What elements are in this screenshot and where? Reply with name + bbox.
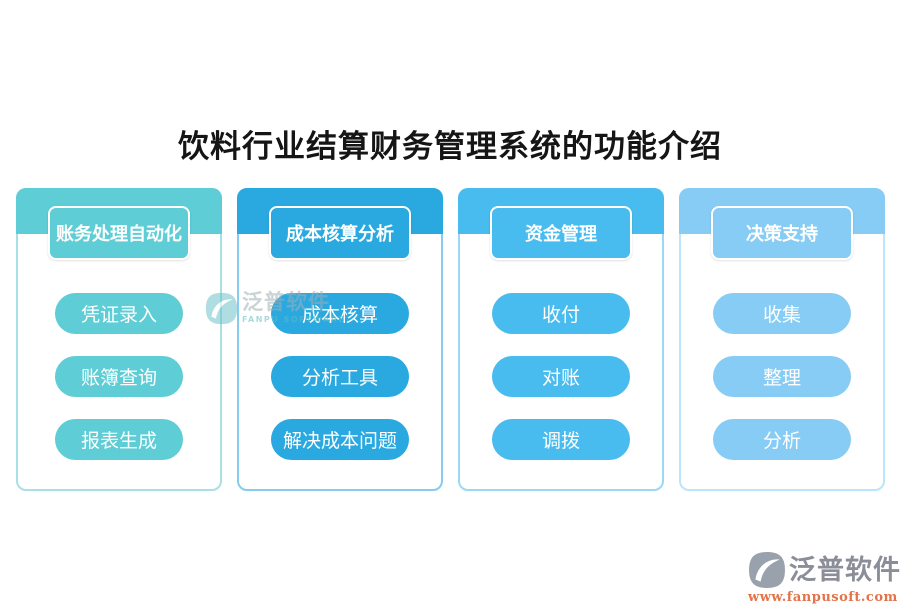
card-cost-analysis: 成本核算分析 成本核算 分析工具 解决成本问题 [237,188,443,491]
feature-pill-label: 成本核算 [301,304,378,326]
card-items: 凭证录入 账簿查询 报表生成 [18,293,220,460]
feature-pill-label: 调拨 [541,430,580,452]
feature-pill: 凭证录入 [55,293,183,334]
card-header-label: 决策支持 [746,224,818,245]
feature-pill-label: 凭证录入 [80,304,157,326]
page-title: 饮料行业结算财务管理系统的功能介绍 [178,128,722,165]
feature-pill: 收付 [492,293,630,334]
fanpu-logo-brand: 泛普软件 [789,554,900,586]
card-header: 账务处理自动化 [48,206,190,260]
feature-pill: 成本核算 [271,293,409,334]
feature-pill-label: 报表生成 [80,430,157,452]
card-header-label: 账务处理自动化 [56,224,182,245]
feature-pill-label: 收付 [541,304,580,326]
feature-pill: 收集 [713,293,851,334]
fanpu-logo: 泛普软件 www.fanpusoft.com [748,551,900,605]
card-header: 资金管理 [490,206,632,260]
card-header: 决策支持 [711,206,853,260]
feature-pill: 分析工具 [271,356,409,397]
feature-pill: 整理 [713,356,851,397]
card-items: 收付 对账 调拨 [460,293,662,460]
fanpu-logo-url: www.fanpusoft.com [748,590,898,605]
card-decision-support: 决策支持 收集 整理 分析 [679,188,885,491]
feature-pill-label: 整理 [762,367,801,389]
feature-pill: 分析 [713,419,851,460]
fanpu-logo-icon [749,552,785,588]
feature-pill-label: 分析 [762,430,801,452]
feature-pill-label: 解决成本问题 [282,430,397,452]
feature-pill-label: 分析工具 [301,367,378,389]
feature-pill: 账簿查询 [55,356,183,397]
card-header: 成本核算分析 [269,206,411,260]
card-accounting-automation: 账务处理自动化 凭证录入 账簿查询 报表生成 [16,188,222,491]
card-fund-management: 资金管理 收付 对账 调拨 [458,188,664,491]
fanpu-logo-row: 泛普软件 [748,551,900,589]
feature-pill: 报表生成 [55,419,183,460]
feature-columns: 账务处理自动化 凭证录入 账簿查询 报表生成 成本核算分析 成本核算 分析工具 … [16,188,885,491]
card-header-label: 资金管理 [525,224,597,245]
feature-pill: 对账 [492,356,630,397]
feature-pill-label: 收集 [762,304,801,326]
feature-pill-label: 对账 [541,367,580,389]
card-header-label: 成本核算分析 [286,224,394,245]
feature-pill: 调拨 [492,419,630,460]
feature-pill-label: 账簿查询 [80,367,157,389]
card-items: 收集 整理 分析 [681,293,883,460]
card-items: 成本核算 分析工具 解决成本问题 [239,293,441,460]
feature-pill: 解决成本问题 [271,419,409,460]
